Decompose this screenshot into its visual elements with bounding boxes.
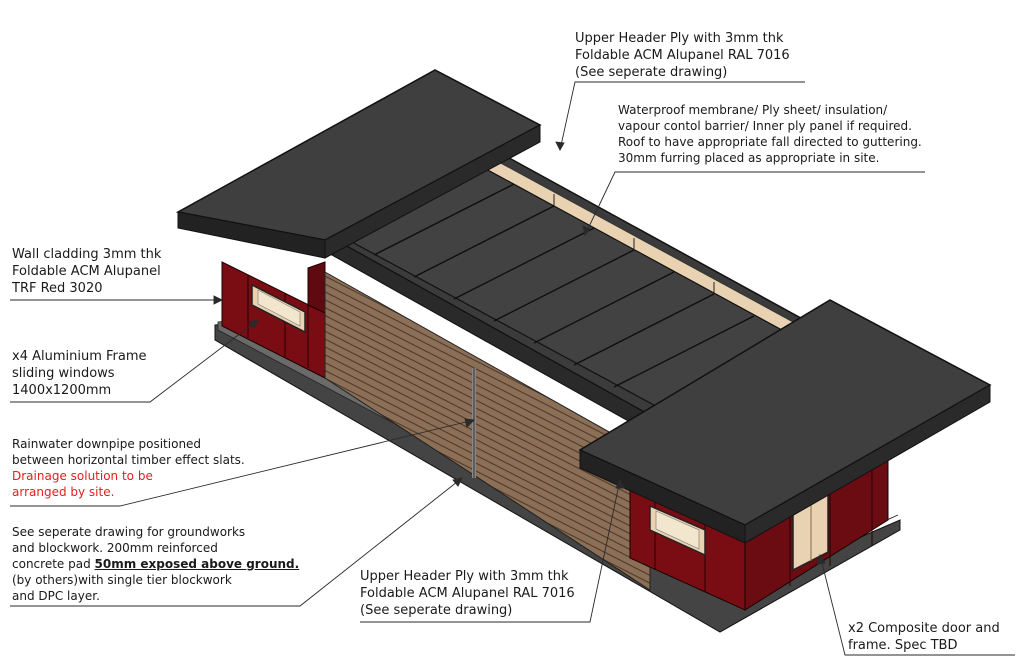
note-line: and blockwork. 200mm reinforced bbox=[12, 541, 218, 555]
note-door: x2 Composite door and frame. Spec TBD bbox=[848, 622, 1000, 652]
note-line: (by others)with single tier blockwork bbox=[12, 573, 232, 587]
note-line: x4 Aluminium Frame bbox=[12, 349, 147, 364]
note-line: Foldable ACM Alupanel RAL 7016 bbox=[360, 586, 575, 601]
note-line: TRF Red 3020 bbox=[12, 281, 103, 296]
note-line: sliding windows bbox=[12, 366, 115, 381]
drainage-warning-line: Drainage solution to be bbox=[12, 469, 153, 483]
note-line: (See seperate drawing) bbox=[575, 65, 728, 80]
note-text: concrete pad bbox=[12, 557, 95, 571]
note-line: x2 Composite door and bbox=[848, 621, 1000, 636]
note-line: 1400x1200mm bbox=[12, 383, 112, 398]
note-line: between horizontal timber effect slats. bbox=[12, 453, 245, 467]
note-line: and DPC layer. bbox=[12, 589, 100, 603]
note-groundworks: See seperate drawing for groundworks and… bbox=[12, 526, 299, 602]
leader-lines bbox=[10, 81, 1015, 656]
note-wall-cladding: Wall cladding 3mm thk Foldable ACM Alupa… bbox=[12, 248, 161, 295]
note-line: 30mm furring placed as appropriate in si… bbox=[618, 151, 880, 165]
note-downpipe: Rainwater downpipe positioned between ho… bbox=[12, 438, 245, 498]
note-line: Rainwater downpipe positioned bbox=[12, 437, 202, 451]
note-windows: x4 Aluminium Frame sliding windows 1400x… bbox=[12, 350, 147, 397]
note-line: Upper Header Ply with 3mm thk bbox=[360, 569, 569, 584]
left-block-side-wall bbox=[307, 261, 326, 314]
note-line: See seperate drawing for groundworks bbox=[12, 525, 246, 539]
note-line: Foldable ACM Alupanel RAL 7016 bbox=[575, 48, 790, 63]
timber-slat-wall bbox=[324, 271, 651, 591]
note-line: Roof to have appropriate fall directed t… bbox=[618, 135, 922, 149]
note-line: Waterproof membrane/ Ply sheet/ insulati… bbox=[618, 103, 888, 117]
note-line: concrete pad 50mm exposed above ground. bbox=[12, 558, 299, 570]
note-line: frame. Spec TBD bbox=[848, 638, 958, 653]
note-line: Upper Header Ply with 3mm thk bbox=[575, 31, 784, 46]
note-emphasis: 50mm exposed above ground. bbox=[94, 557, 300, 571]
note-roof-build-up: Waterproof membrane/ Ply sheet/ insulati… bbox=[618, 104, 922, 164]
note-line: (See seperate drawing) bbox=[360, 603, 513, 618]
drainage-warning-line: arranged by site. bbox=[12, 485, 115, 499]
note-line: vapour contol barrier/ Inner ply panel i… bbox=[618, 119, 912, 133]
note-bottom-header: Upper Header Ply with 3mm thk Foldable A… bbox=[360, 570, 575, 617]
note-line: Wall cladding 3mm thk bbox=[12, 247, 162, 262]
note-top-header: Upper Header Ply with 3mm thk Foldable A… bbox=[575, 32, 790, 79]
note-line: Foldable ACM Alupanel bbox=[12, 264, 161, 279]
